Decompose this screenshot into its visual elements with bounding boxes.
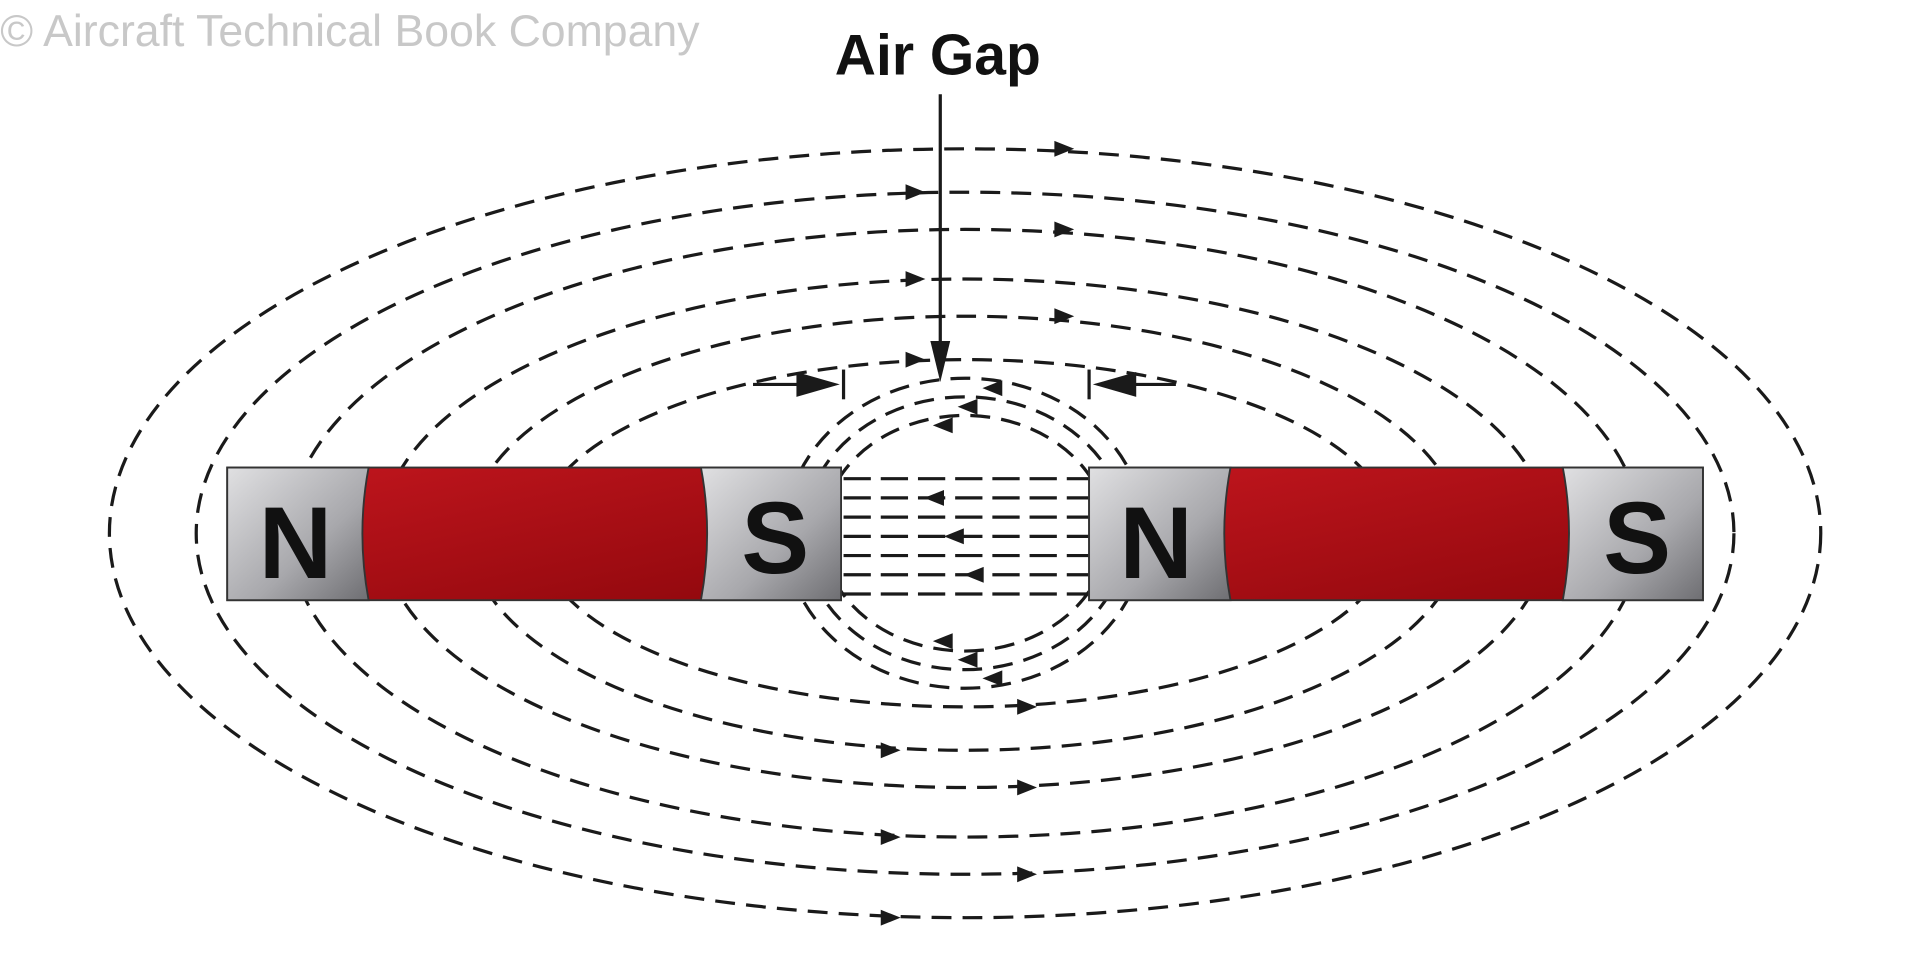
north-pole-label: N: [1119, 486, 1192, 600]
arrow-right-icon: [880, 829, 901, 846]
field-line: [107, 147, 1823, 920]
magnet-left: N S: [226, 466, 843, 602]
magnet-right: N S: [1088, 466, 1704, 602]
arrow-left-icon: [963, 566, 984, 583]
south-pole-label: S: [1603, 481, 1671, 595]
north-pole-cap: [1088, 466, 1232, 602]
gap-width-markers: [753, 369, 1176, 400]
arrow-right-icon: [1017, 779, 1038, 796]
south-pole-label: S: [741, 481, 809, 595]
arrow-left-icon: [943, 528, 964, 545]
arrow-left-icon: [957, 651, 978, 668]
arrow-left-icon: [932, 633, 953, 650]
arrow-right-icon: [1054, 308, 1075, 325]
air-gap-label: Air Gap: [835, 23, 1041, 87]
arrow-right-icon: [1017, 866, 1038, 883]
south-pole-cap: [699, 466, 843, 602]
arrow-left-icon: [932, 417, 953, 434]
arrow-left-icon: [957, 398, 978, 415]
north-pole-label: N: [259, 486, 332, 600]
arrow-right-icon: [1017, 698, 1038, 715]
south-pole-cap: [1561, 466, 1704, 602]
arrow-left-icon: [982, 670, 1003, 687]
arrow-right-icon: [905, 184, 926, 201]
north-pole-cap: [226, 466, 370, 602]
arrow-right-icon: [796, 372, 840, 397]
arrow-right-icon: [1054, 221, 1075, 238]
arrow-right-icon: [905, 351, 926, 368]
field-line: [820, 413, 1110, 653]
arrow-left-icon: [982, 380, 1003, 397]
field-line: [802, 395, 1128, 672]
arrow-left-icon: [1092, 372, 1137, 397]
arrow-right-icon: [880, 909, 901, 926]
gap-field-lines: [843, 477, 1090, 596]
arrow-left-icon: [924, 489, 944, 506]
field-line: [194, 190, 1736, 876]
watermark: © Aircraft Technical Book Company: [0, 7, 700, 56]
arrow-right-icon: [905, 271, 926, 287]
arrow-down-icon: [930, 341, 951, 382]
arrow-right-icon: [1054, 140, 1075, 157]
arrow-right-icon: [880, 742, 901, 759]
